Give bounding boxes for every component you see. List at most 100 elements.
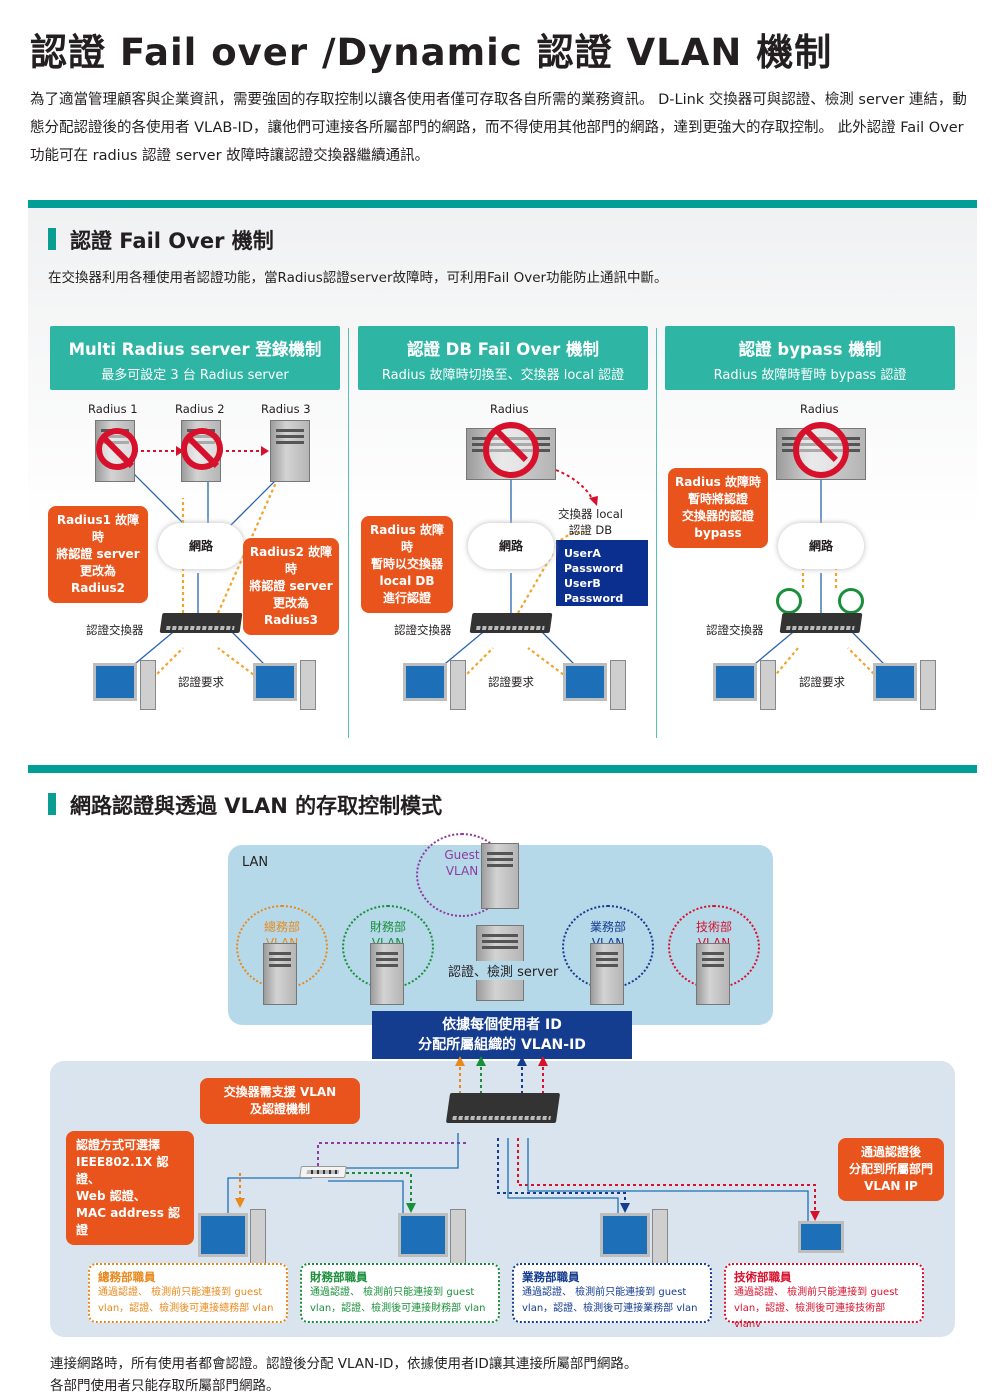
pc-tower-icon [450, 660, 466, 710]
section-heading: 網路認證與透過 VLAN 的存取控制模式 [48, 790, 442, 820]
prohibited-icon [483, 422, 539, 478]
server-icon [370, 943, 404, 1005]
guest-server-icon [481, 843, 519, 909]
pc-icon [713, 663, 757, 701]
pc-icon [873, 663, 917, 701]
pc-icon [403, 663, 447, 701]
panel-header-db-failover: 認證 DB Fail Over 機制 Radius 故障時切換至、交換器 loc… [358, 326, 648, 390]
lan-label: LAN [242, 855, 269, 870]
footer-note: 連接網路時，所有使用者都會認證。認證後分配 VLAN-ID，依據使用者ID讓其連… [50, 1356, 638, 1394]
connection-lines [117, 446, 899, 679]
prohibited-icon [181, 428, 223, 470]
radius3-server-icon [270, 420, 310, 482]
callout-auth-methods: 認證方式可選擇 IEEE802.1X 認證、 Web 認證、 MAC addre… [66, 1131, 194, 1245]
pc-tower-icon [652, 1209, 668, 1265]
server-icon [590, 943, 624, 1005]
local-db-label: 交換器 local 認證 DB [558, 507, 623, 537]
callout-local-db: Radius 故障時 暫時以交換器 local DB 進行認證 [361, 516, 453, 613]
radius2-label: Radius 2 [175, 402, 225, 416]
pc-tower-icon [250, 1209, 266, 1265]
network-label: 網路 [808, 539, 833, 553]
radius-label: Radius [490, 402, 529, 416]
section-heading: 認證 Fail Over 機制 [48, 225, 274, 255]
switch-icon [159, 613, 243, 633]
db-line: UserB Password [564, 577, 624, 605]
staff-desc: 通過認證、 檢測前只能連接到 guest vlan，認證、檢測後可連接總務部 v… [98, 1287, 274, 1314]
pc-icon [563, 663, 607, 701]
db-line: UserA Password [564, 547, 624, 575]
panel-divider [656, 328, 657, 738]
switch-label: 認證交換器 [394, 623, 452, 637]
callout-vlan-ip: 通過認證後 分配到所屬部門 VLAN IP [838, 1138, 944, 1201]
bypass-ring-icon [838, 588, 864, 614]
switch-icon [779, 613, 863, 633]
bypass-ring-icon [776, 588, 802, 614]
panel-subtitle: Radius 故障時暫時 bypass 認證 [713, 368, 907, 383]
pc-icon [398, 1213, 448, 1257]
intro-paragraph: 為了適當管理顧客與企業資訊，需要強固的存取控制以讓各使用者僅可存取各自所需的業務… [30, 92, 967, 164]
staff-title: 技術部職員 [734, 1270, 792, 1284]
staff-desc: 通過認證、 檢測前只能連接到 guest vlan，認證、檢測後可連接財務部 v… [310, 1287, 486, 1314]
failover-section: 認證 Fail Over 機制 在交換器利用各種使用者認證功能，當Radius認… [28, 200, 977, 745]
panel-subtitle: Radius 故障時切換至、交換器 local 認證 [381, 368, 625, 383]
network-label: 網路 [188, 539, 213, 553]
staff-desc: 通過認證、 檢測前只能連接到 guest vlan，認證、檢測後可連接技術部 v… [734, 1287, 899, 1330]
pc-icon [600, 1213, 650, 1257]
laptop-icon [798, 1221, 844, 1253]
panel-header-multi-radius: Multi Radius server 登錄機制 最多可設定 3 台 Radiu… [50, 326, 340, 390]
pc-tower-icon [760, 660, 776, 710]
vlan-assign-box: 依據每個使用者 ID 分配所屬組織的 VLAN-ID [372, 1011, 632, 1059]
pc-tower-icon [610, 660, 626, 710]
db-line: UserC Password [564, 607, 624, 635]
network-cloud-icon: 網路 [468, 523, 554, 569]
local-db-box: UserA Password UserB Password UserC Pass… [556, 540, 648, 650]
staff-title: 業務部職員 [522, 1270, 580, 1284]
server-icon [263, 943, 297, 1005]
network-label: 網路 [498, 539, 523, 553]
panel-header-bypass: 認證 bypass 機制 Radius 故障時暫時 bypass 認證 [665, 326, 955, 390]
network-cloud-icon: 網路 [158, 523, 244, 569]
staff-desc: 通過認證、 檢測前只能連接到 guest vlan，認證、檢測後可連接業務部 v… [522, 1287, 698, 1314]
server-icon [696, 943, 730, 1005]
pc-tower-icon [140, 660, 156, 710]
panel-divider [348, 328, 349, 738]
panel-title: Multi Radius server 登錄機制 [68, 340, 322, 359]
radius1-label: Radius 1 [88, 402, 138, 416]
staff-finance: 財務部職員 通過認證、 檢測前只能連接到 guest vlan，認證、檢測後可連… [300, 1263, 500, 1323]
callout-switch-requirement: 交換器需支援 VLAN 及認證機制 [200, 1078, 360, 1124]
request-label: 認證要求 [488, 675, 534, 689]
staff-sales: 業務部職員 通過認證、 檢測前只能連接到 guest vlan，認證、檢測後可連… [512, 1263, 712, 1323]
panel-subtitle: 最多可設定 3 台 Radius server [101, 368, 289, 383]
pc-icon [198, 1213, 248, 1257]
switch-icon [469, 613, 553, 633]
pc-icon [93, 663, 137, 701]
prohibited-icon [793, 422, 849, 478]
callout-radius2-failover: Radius2 故障時 將認證 server 更改為 Radius3 [243, 538, 339, 635]
page-title: 認證 Fail over /Dynamic 認證 VLAN 機制 [30, 31, 833, 74]
db-line: … [564, 637, 575, 650]
auth-server-label: 認證、檢測 server [448, 961, 559, 980]
radius-label: Radius [800, 402, 839, 416]
switch-label: 認證交換器 [706, 623, 764, 637]
vlan-section: 網路認證與透過 VLAN 的存取控制模式 LAN Guest VLAN 總務部 … [28, 765, 977, 1395]
pc-icon [253, 663, 297, 701]
radius3-label: Radius 3 [261, 402, 311, 416]
pc-tower-icon [300, 660, 316, 710]
pc-tower-icon [450, 1209, 466, 1265]
request-label: 認證要求 [178, 675, 224, 689]
request-label: 認證要求 [799, 675, 845, 689]
switch-label: 認證交換器 [86, 623, 144, 637]
pc-tower-icon [920, 660, 936, 710]
core-switch-icon [445, 1093, 561, 1123]
prohibited-icon [96, 428, 138, 470]
staff-general-affairs: 總務部職員 通過認證、 檢測前只能連接到 guest vlan，認證、檢測後可連… [88, 1263, 288, 1323]
panel-title: 認證 DB Fail Over 機制 [406, 340, 600, 359]
staff-engineering: 技術部職員 通過認證、 檢測前只能連接到 guest vlan，認證、檢測後可連… [724, 1263, 924, 1330]
network-cloud-icon: 網路 [778, 523, 864, 569]
panel-title: 認證 bypass 機制 [738, 340, 882, 359]
section-description: 在交換器利用各種使用者認證功能，當Radius認證server故障時，可利用Fa… [48, 270, 668, 286]
edge-switch-icon [299, 1166, 347, 1178]
callout-radius1-failover: Radius1 故障時 將認證 server 更改為 Radius2 [48, 506, 148, 603]
staff-title: 總務部職員 [98, 1270, 156, 1284]
callout-bypass: Radius 故障時 暫時將認證 交換器的認證 bypass [668, 468, 768, 548]
